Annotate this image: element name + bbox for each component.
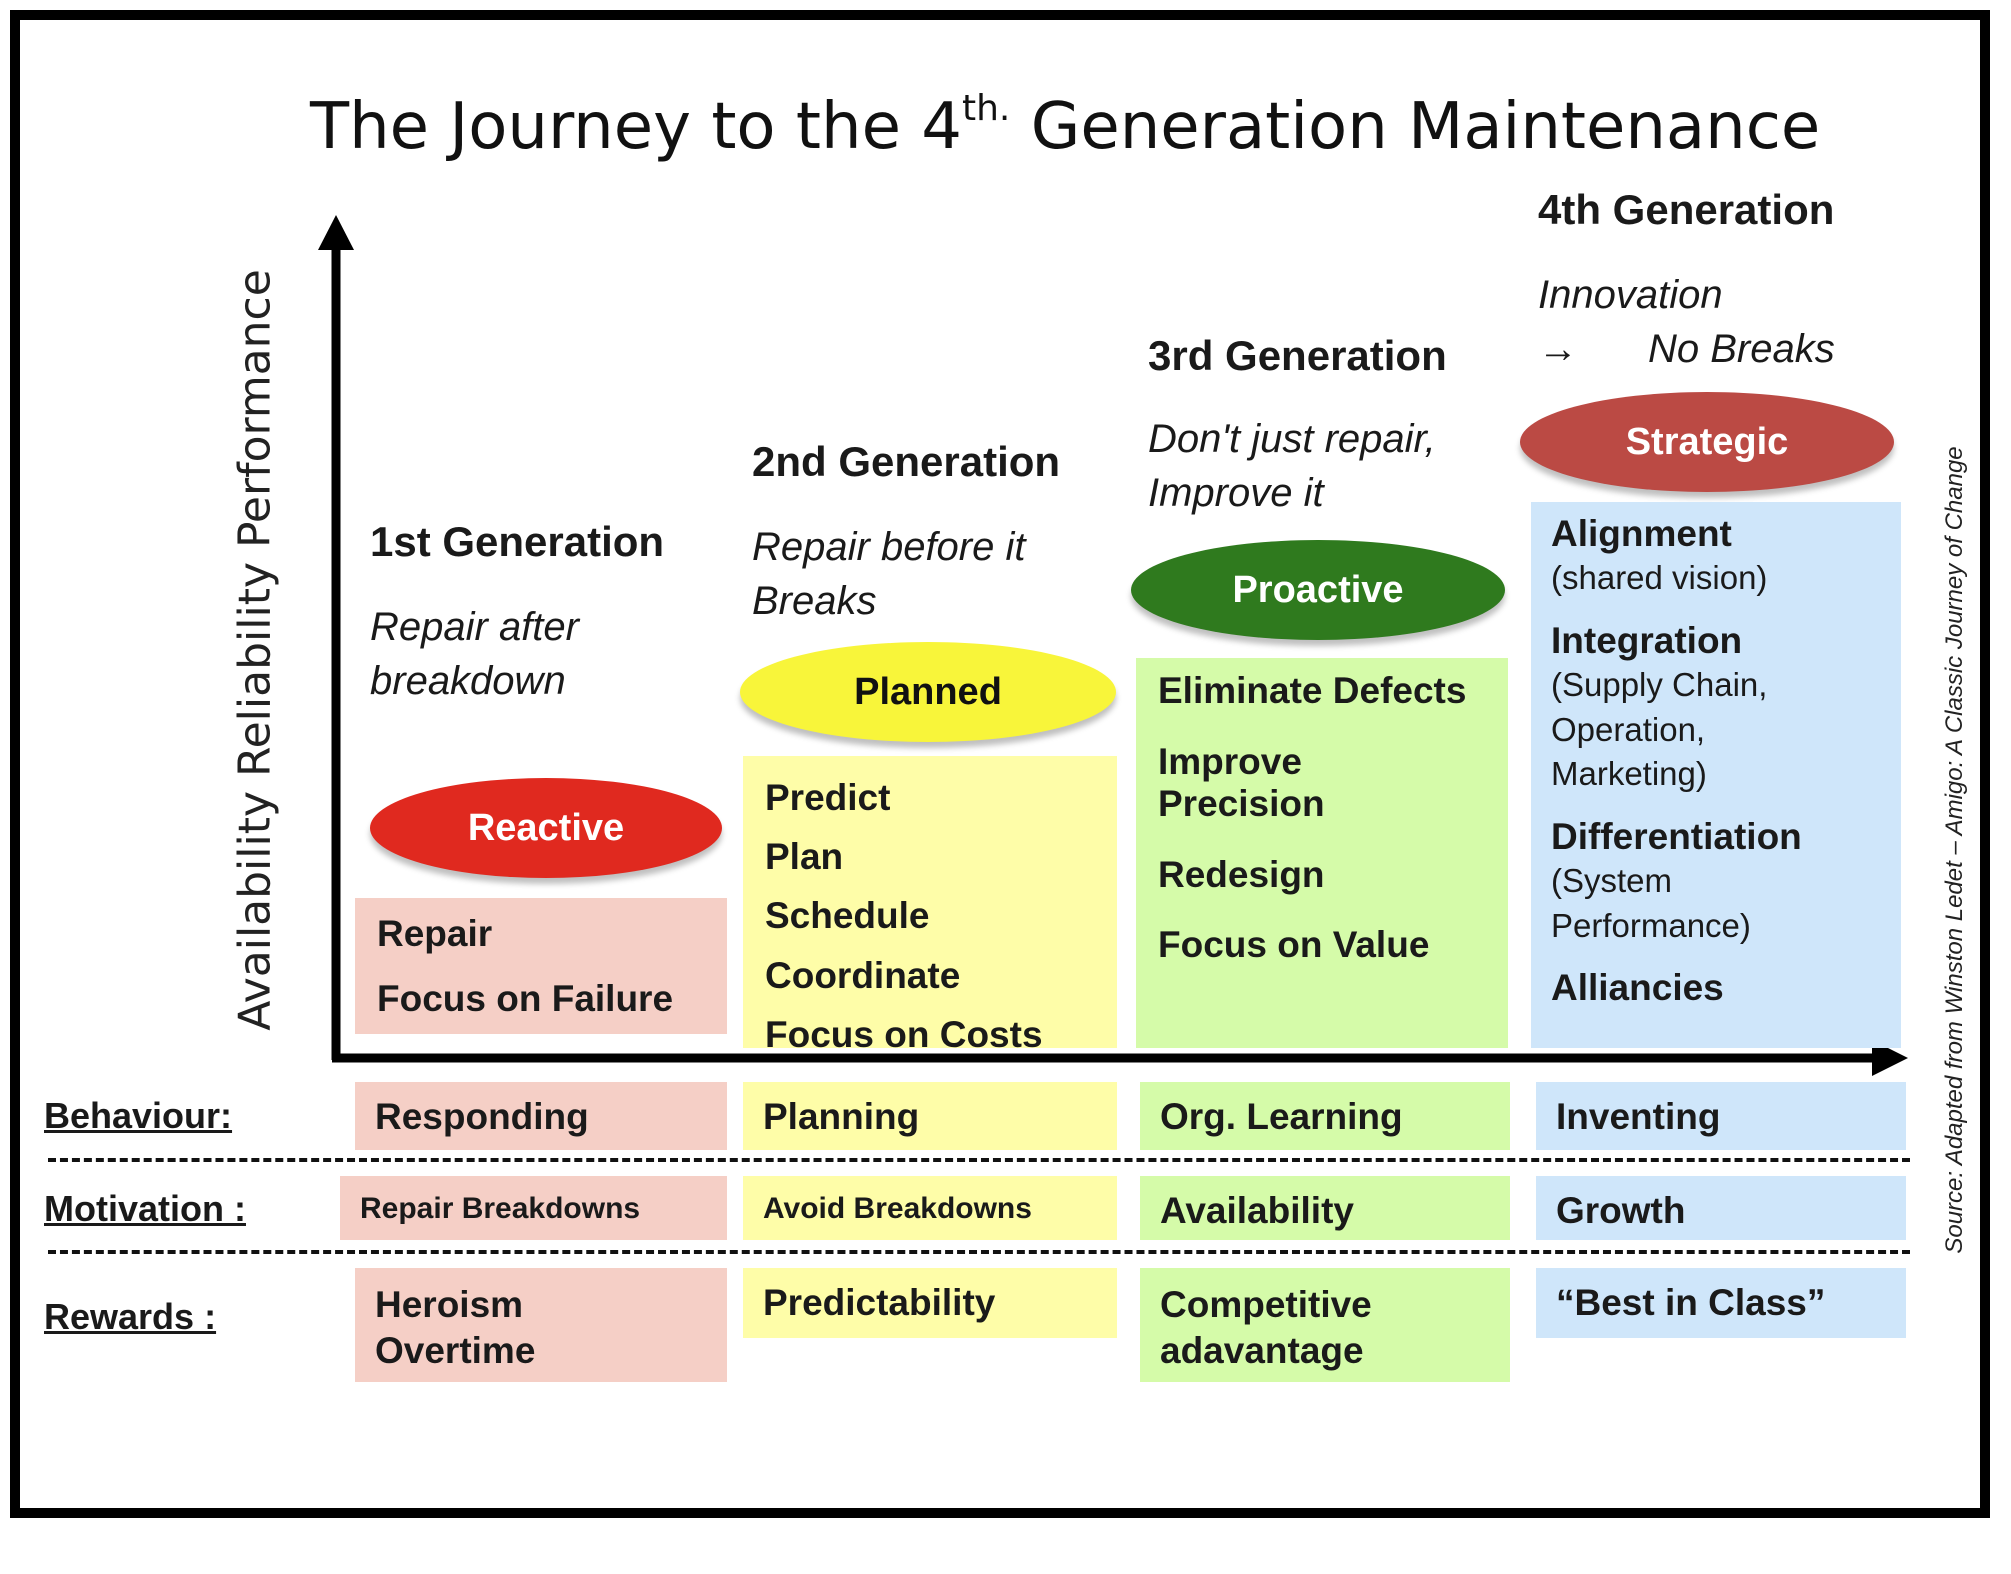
gen1-title: 1st Generation [370,518,665,565]
rewards-cell: “Best in Class” [1536,1268,1906,1338]
strategic-badge: Strategic [1520,392,1894,492]
motivation-cell: Availability [1140,1176,1510,1240]
gen2-description: Repair before it Breaks [752,525,1026,623]
gen2-item: Predict [765,777,891,818]
gen1-item: Repair [377,913,493,954]
behaviour-cell: Org. Learning [1140,1082,1510,1150]
behaviour-cell: Planning [743,1082,1117,1150]
gen2-item: Coordinate [765,954,961,996]
rewards-label: Rewards : [44,1296,217,1337]
gen4-title: 4th Generation [1538,186,1835,233]
gen4-item-detail: (Supply Chain, [1551,666,1768,704]
gen4-item-label: Alliancies [1551,967,1724,1009]
gen1-item: Focus on Failure [377,977,674,1019]
gen4-item-detail: Performance) [1551,906,1751,944]
rewards-cell: Predictability [743,1268,1117,1338]
gen2-title: 2nd Generation [752,438,1061,485]
gen4-items-box: Alignment (shared vision) Integration (S… [1531,502,1901,1048]
gen3-item: Precision [1158,783,1325,825]
diagram-title: The Journey to the 4th. Generation Maint… [310,88,1821,164]
reactive-badge: Reactive [370,778,722,878]
proactive-badge: Proactive [1131,540,1505,640]
gen3-item: Eliminate Defects [1158,670,1467,711]
behaviour-label: Behaviour: [44,1095,233,1136]
gen3-item: Redesign [1158,853,1325,895]
gen4-item-detail: Marketing) [1551,755,1707,793]
rewards-cell: Competitive adavantage [1140,1268,1510,1382]
row-divider [48,1158,1910,1162]
gen2-item: Plan [765,836,844,878]
motivation-cell: Avoid Breakdowns [743,1176,1117,1240]
rewards-cell: Heroism Overtime [355,1268,727,1382]
gen4-item-detail: (System [1551,862,1673,900]
behaviour-cell: Responding [355,1082,727,1150]
motivation-label: Motivation : [44,1188,246,1229]
gen4-item-label: Differentiation [1551,815,1802,857]
gen2-item: Schedule [765,895,930,937]
gen4-item-label: Alignment [1551,513,1732,554]
gen2-items-box: Predict Plan Schedule Coordinate Focus o… [743,756,1117,1055]
gen1-description: Repair after breakdown [370,605,579,703]
gen3-description: Don't just repair, Improve it [1148,417,1436,515]
gen3-item: Improve [1158,740,1302,782]
planned-badge: Planned [740,642,1116,742]
gen4-item-detail: (shared vision) [1551,559,1768,597]
gen3-title: 3rd Generation [1148,332,1447,379]
motivation-cell: Repair Breakdowns [340,1176,727,1240]
gen1-items-box: Repair Focus on Failure [355,898,727,1034]
gen2-item: Focus on Costs [765,1013,1043,1055]
behaviour-cell: Inventing [1536,1082,1906,1150]
gen3-items-box: Eliminate Defects Improve Precision Rede… [1136,658,1508,1048]
gen4-description: Innovation →No Breaks [1538,273,1835,371]
y-axis-arrowhead [318,215,354,250]
x-axis-arrowhead [1872,1040,1908,1076]
gen3-item: Focus on Value [1158,924,1430,966]
motivation-cell: Growth [1536,1176,1906,1240]
gen4-item-detail: Operation, [1551,710,1706,748]
row-divider [48,1250,1910,1254]
gen4-item-label: Integration [1551,619,1743,661]
